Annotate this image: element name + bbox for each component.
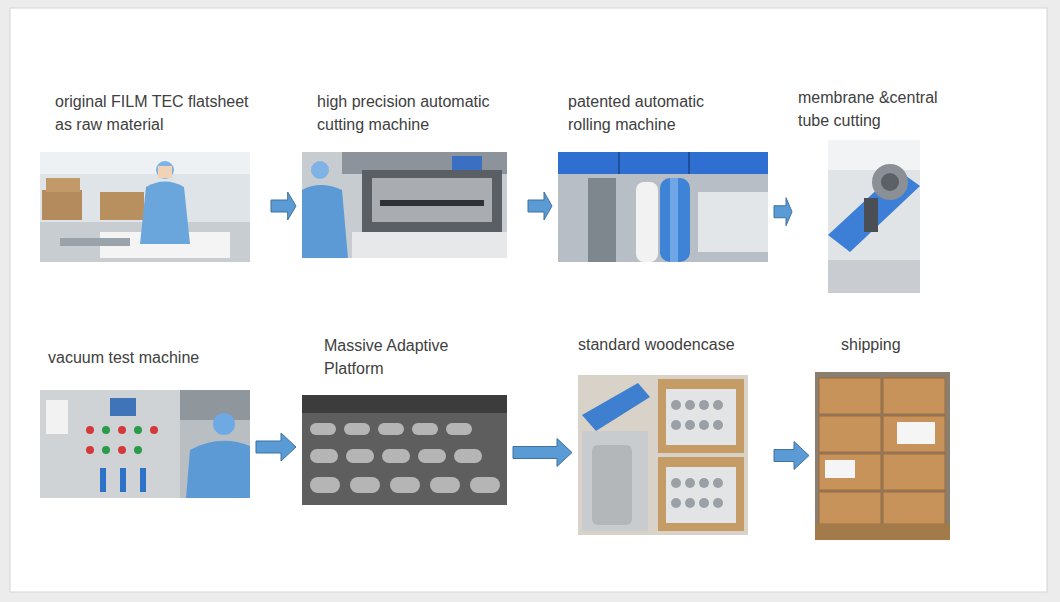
rolling-machine-photo bbox=[558, 152, 768, 262]
step-label: original FILM TEC flatsheet as raw mater… bbox=[55, 90, 265, 136]
process-step: high precision automatic cutting machine bbox=[302, 90, 522, 258]
shipping-photo bbox=[815, 372, 950, 540]
step-label: membrane &central tube cutting bbox=[798, 86, 968, 132]
packing-photo bbox=[578, 375, 748, 535]
process-step: original FILM TEC flatsheet as raw mater… bbox=[40, 90, 265, 262]
flow-arrow bbox=[271, 192, 296, 220]
process-step: patented automatic rolling machine bbox=[558, 90, 768, 262]
process-step: shipping bbox=[815, 333, 950, 540]
vacuum-test-photo bbox=[40, 390, 250, 498]
cutting-machine-photo bbox=[302, 152, 507, 258]
flow-arrow bbox=[774, 442, 809, 470]
tube-cutting-photo bbox=[828, 140, 920, 293]
step-label: shipping bbox=[841, 333, 941, 356]
process-step: Massive Adaptive Platform bbox=[302, 334, 507, 505]
step-label: patented automatic rolling machine bbox=[568, 90, 748, 136]
flow-arrow bbox=[774, 198, 792, 226]
process-step: membrane &central tube cutting bbox=[798, 86, 968, 293]
process-step: standard woodencase bbox=[578, 333, 768, 535]
flow-arrow bbox=[513, 439, 572, 467]
step-label: standard woodencase bbox=[578, 333, 768, 356]
flow-arrow bbox=[528, 192, 552, 220]
flow-arrow bbox=[256, 433, 296, 461]
step-label: vacuum test machine bbox=[48, 346, 248, 369]
test-platform-photo bbox=[302, 395, 507, 505]
raw-material-photo bbox=[40, 152, 250, 262]
step-label: high precision automatic cutting machine bbox=[317, 90, 522, 136]
process-step: vacuum test machine bbox=[40, 346, 250, 498]
step-label: Massive Adaptive Platform bbox=[324, 334, 484, 380]
slide-panel bbox=[10, 8, 1047, 592]
